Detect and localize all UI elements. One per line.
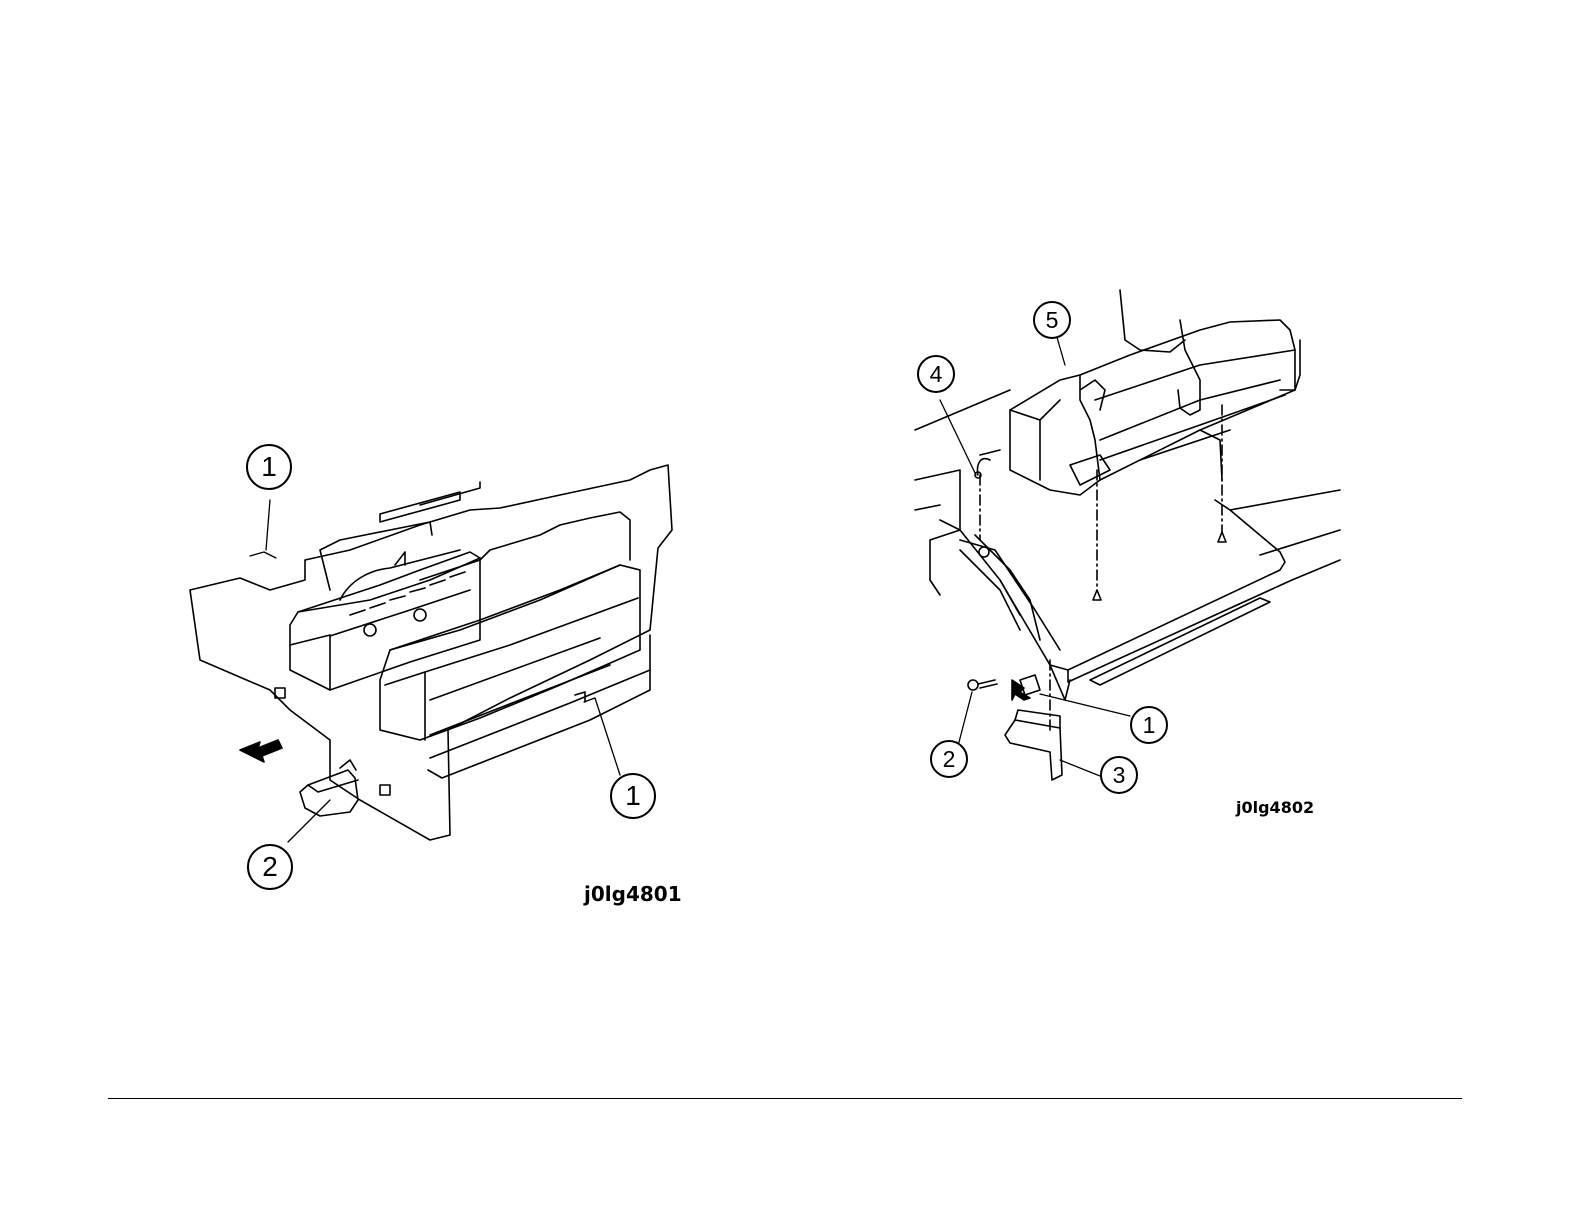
callout-3: 3 (1100, 756, 1138, 794)
callout-2: 2 (930, 740, 968, 778)
footer-rule (108, 1098, 1462, 1099)
callout-2: 2 (247, 844, 293, 890)
callout-4: 4 (917, 355, 955, 393)
callout-5: 5 (1033, 301, 1071, 339)
figure-id: j0lg4802 (1236, 798, 1314, 817)
callout-1-right: 1 (610, 773, 656, 819)
callout-1: 1 (1130, 706, 1168, 744)
callout-1-top: 1 (246, 444, 292, 490)
figure-id: j0lg4801 (584, 882, 682, 906)
figure-j0lg4802: 5 4 1 2 3 j0lg4802 (900, 280, 1340, 840)
figure-j0lg4801: 1 1 2 j0lg4801 (180, 440, 690, 920)
